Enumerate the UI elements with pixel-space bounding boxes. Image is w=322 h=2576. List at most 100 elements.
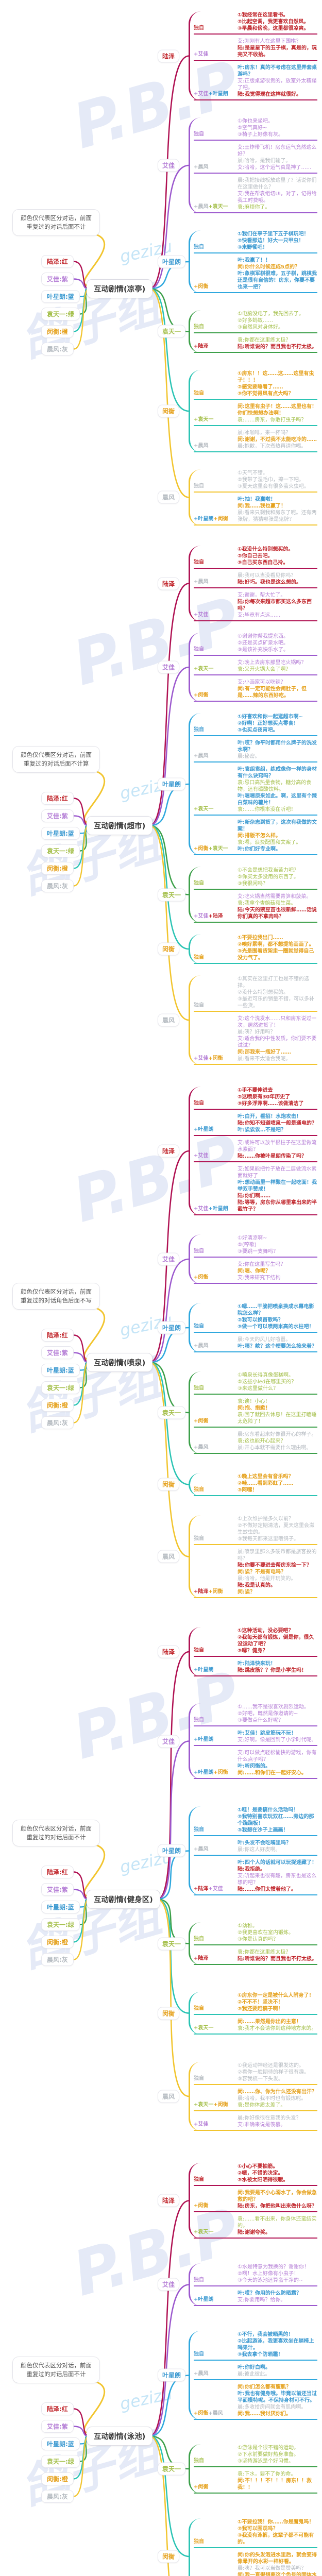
label-part: +闵衡 xyxy=(213,516,228,522)
legend-item: 陆泽:红 xyxy=(41,2402,74,2415)
label-part: 独自 xyxy=(194,955,204,960)
dialog-line: 晨:咦？好用吗？ xyxy=(238,1029,276,1035)
label-part: +叶星朗 xyxy=(194,2296,214,2302)
dialog-text: ①喷泉长得真像蛋糕啊。②这些小led在哪里买的？③来这里做什么？ xyxy=(238,1372,317,1392)
dialog-label: +叶星朗 xyxy=(194,2296,235,2303)
dialog-line: ③自己买东西自己拎。 xyxy=(238,560,289,566)
dialog-item: +晨风晨:冰咖啡，来一杯吗？闵:谢谢，不过我不太能吃冷的……晨:抱歉，下次煮热再… xyxy=(194,429,317,452)
dialog-line: 闵:我一直很想要这个色号的固体水彩，就是买不到。 xyxy=(238,2572,317,2576)
dialog-line: 叶:诶诶诶…不是吧？ xyxy=(238,1127,286,1133)
dialog-label: 独自 xyxy=(194,244,235,251)
dialog-line: ①晚上这里会有音乐吗？ xyxy=(238,1473,294,1480)
dialog-line: ③椅子上好像有灰。 xyxy=(238,132,283,138)
dialog-line: 陆:听谁说的？而且我也不打太极。 xyxy=(238,1956,317,1962)
dialog-line: 叶:听闵衡的。 xyxy=(238,1764,270,1770)
dialog-item: +闵衡袁:下水，要不了你的命。闵:不！！！不！！！房东！！救我！！ xyxy=(194,2470,317,2494)
dialog-item: +艾佳艾:刚刚有人在这里下围棋？陆:是星星下的五子棋，真是的，玩完又不收拾。 xyxy=(194,38,317,61)
label-part: +叶星朗 xyxy=(194,1737,214,1743)
character-node: 袁天一 xyxy=(158,325,186,338)
character-node: 陆泽 xyxy=(158,49,180,63)
dialog-text: 艾:晚上去房东那里吃火锅吗？袁:又开火锅大会了啊？ xyxy=(238,659,317,673)
dialog-line: ①你也来坐吧。 xyxy=(238,118,273,125)
label-part: 独自 xyxy=(194,2006,204,2012)
label-part: 独自 xyxy=(194,2458,204,2464)
dialog-line: 袁:嗯，浪费配图和文案了。 xyxy=(238,840,301,845)
dialog-line: 闵:你们怎么都有腹肌？ xyxy=(238,2384,291,2390)
dialog-text: 艾:这个洗发水……只和房东说过一次，居然进货了！晨:咦？好用吗？艾:适合我的中性… xyxy=(238,1015,317,1062)
dialog-text: 袁:诶！小心！闵:抱、抱歉！袁:困了就回去休息！在这里打瞌睡太危险了！ xyxy=(238,1398,317,1425)
dialog-label: +陆泽 xyxy=(194,1955,235,1962)
dialog-line: 陆:听谁说的？而且我也不打太极。 xyxy=(238,344,317,350)
dialog-line: ③是该补充快乐水了。 xyxy=(238,647,289,653)
dialog-label: 独自 xyxy=(194,1248,235,1255)
dialog-line: ①我经常在这里看书。 xyxy=(238,12,289,19)
dialog-text: 艾:吃火锅当然需要青笋和菠菜。袁:我拿个杏鲍菇和生菜。陆:今天的豌豆苗也很新鲜…… xyxy=(238,893,317,920)
dialog-line: 袁:你都在这里练太极？ xyxy=(238,1950,291,1956)
dialog-line: 艾:毕竟有点远…… xyxy=(238,613,281,618)
dialog-item: +晨风晨:我可以当没看见你吗？陆:好巧。我也是这么想的。 xyxy=(194,572,317,588)
dialog-line: ②不做好定期清洁，夏天这里会滋生蚊虫的。 xyxy=(238,1522,314,1535)
dialog-line: 陆:……你们太惯着他了。 xyxy=(238,1886,296,1892)
label-part: 独自 xyxy=(194,647,204,652)
label-part: 独自 xyxy=(194,1486,204,1493)
dialog-text: ①嗯……干脆把喷泉换成水幕电影院怎么样？②我可以换首歌吗？③做一个可以喷两米高的… xyxy=(238,1303,317,1330)
dialog-line: 陆:你每次来超市都买这么多东西吗？ xyxy=(238,599,312,612)
color-legend: 陆泽:红艾佳:紫叶星朗:蓝袁天一:绿闵衡:橙晨风:灰 xyxy=(41,1865,80,1966)
dialog-line: ①好清凉啊~ xyxy=(238,1235,267,1241)
label-part: +艾佳 xyxy=(194,1153,209,1159)
dialog-line: ③夏天这里会有很多萤火虫吧。 xyxy=(238,483,309,489)
dialog-label: 独自 xyxy=(194,726,235,734)
dialog-line: 晨:哈哈，我平时也有锻炼呢。 xyxy=(238,2095,307,2102)
dialog-line: 陆:今天的豌豆苗也很新鲜……话说你们真的不拿肉吗？ xyxy=(238,907,317,920)
dialog-label: +闵衡 xyxy=(194,1418,235,1425)
character-node: 艾佳 xyxy=(158,159,180,172)
label-part: +闵衡 xyxy=(194,284,209,290)
center-topic: 互动剧情(泳池) xyxy=(87,2426,153,2446)
color-legend: 陆泽:红艾佳:紫叶星朗:蓝袁天一:绿闵衡:橙晨风:灰 xyxy=(41,1328,80,1429)
label-part: +闵衡 xyxy=(194,2410,209,2416)
dialog-line: 艾:听起来也很有趣，房东也是这么想的吧？ xyxy=(238,1873,317,1886)
dialog-label: 独自 xyxy=(194,390,235,397)
dialog-text: ①幼稚。②我更喜欢在室内锻炼。③你是认真的吗？ xyxy=(238,1923,317,1943)
character-node: 艾佳 xyxy=(158,1735,180,1748)
legend-item: 袁天一:绿 xyxy=(41,1381,80,1394)
dialog-line: 艾:晚上去房东那里吃火锅吗？ xyxy=(238,660,307,666)
dialog-line: ③你是认真的吗？ xyxy=(238,1937,278,1943)
dialog-label: 独自 xyxy=(194,880,235,887)
legend-item: 艾佳:紫 xyxy=(41,809,74,822)
dialog-line: ①我们在亭子里下五子棋玩吧！ xyxy=(238,231,309,238)
dialog-line: ②没什么特别想买的。 xyxy=(238,990,289,995)
dialog-label: +袁天一+闵衡 xyxy=(194,2102,235,2109)
dialog-line: 叶:哎？你平时都用什么牌子的洗发水啊？ xyxy=(238,740,317,753)
label-part: +晨风 xyxy=(194,579,209,585)
dialog-label: 独自 xyxy=(194,1826,235,1834)
dialog-item: +闵衡叶:我赢了！！闵:你什么时候连成5点的？叶:象棋军棋很难，五子棋，跳棋我还… xyxy=(194,257,317,294)
dialog-item: +晨风叶:你好白啊。晨:彼此彼此。 xyxy=(194,2364,317,2380)
label-part: 独自 xyxy=(194,244,204,250)
label-part: 独自 xyxy=(194,2176,204,2182)
dialog-line: ③你不觉得风有点大吗？ xyxy=(238,391,294,397)
dialog-label: 独自 xyxy=(194,2005,235,2012)
